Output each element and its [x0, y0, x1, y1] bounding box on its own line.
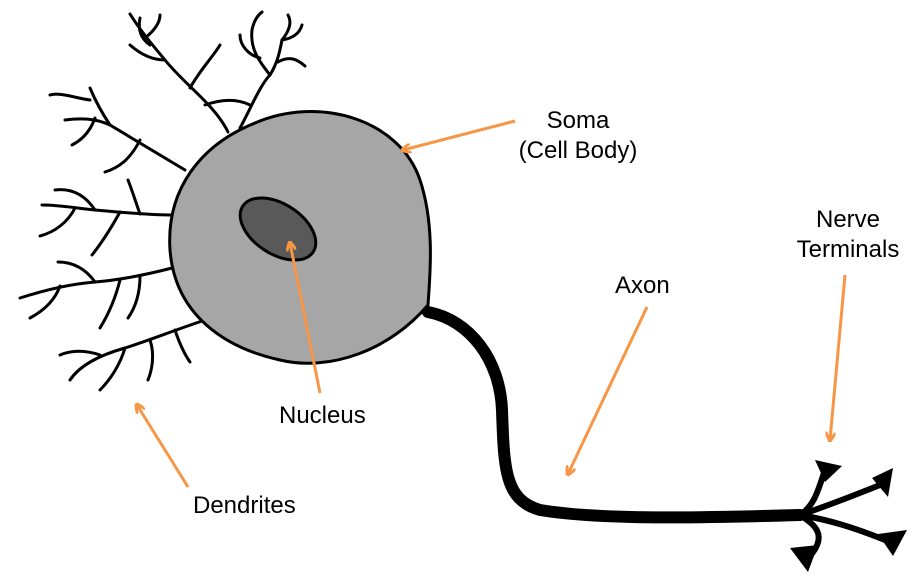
soma-label: Soma (Cell Body) — [503, 106, 653, 166]
nerve-terminals-arrow — [830, 275, 845, 440]
axon-label: Axon — [615, 271, 670, 301]
nucleus-label: Nucleus — [279, 401, 366, 431]
nerve-terminals-label-line1: Nerve — [788, 205, 908, 235]
axon-shape — [428, 312, 800, 517]
dendrites-label: Dendrites — [193, 491, 296, 521]
soma-label-line2: (Cell Body) — [503, 136, 653, 166]
nerve-terminals-label-line2: Terminals — [788, 235, 908, 265]
dendrites-arrow — [137, 405, 188, 487]
axon-arrow — [568, 307, 647, 474]
nerve-terminals-label: Nerve Terminals — [788, 205, 908, 265]
soma-arrow — [403, 121, 515, 150]
nerve-terminals — [800, 470, 885, 556]
soma-label-line1: Soma — [503, 106, 653, 136]
